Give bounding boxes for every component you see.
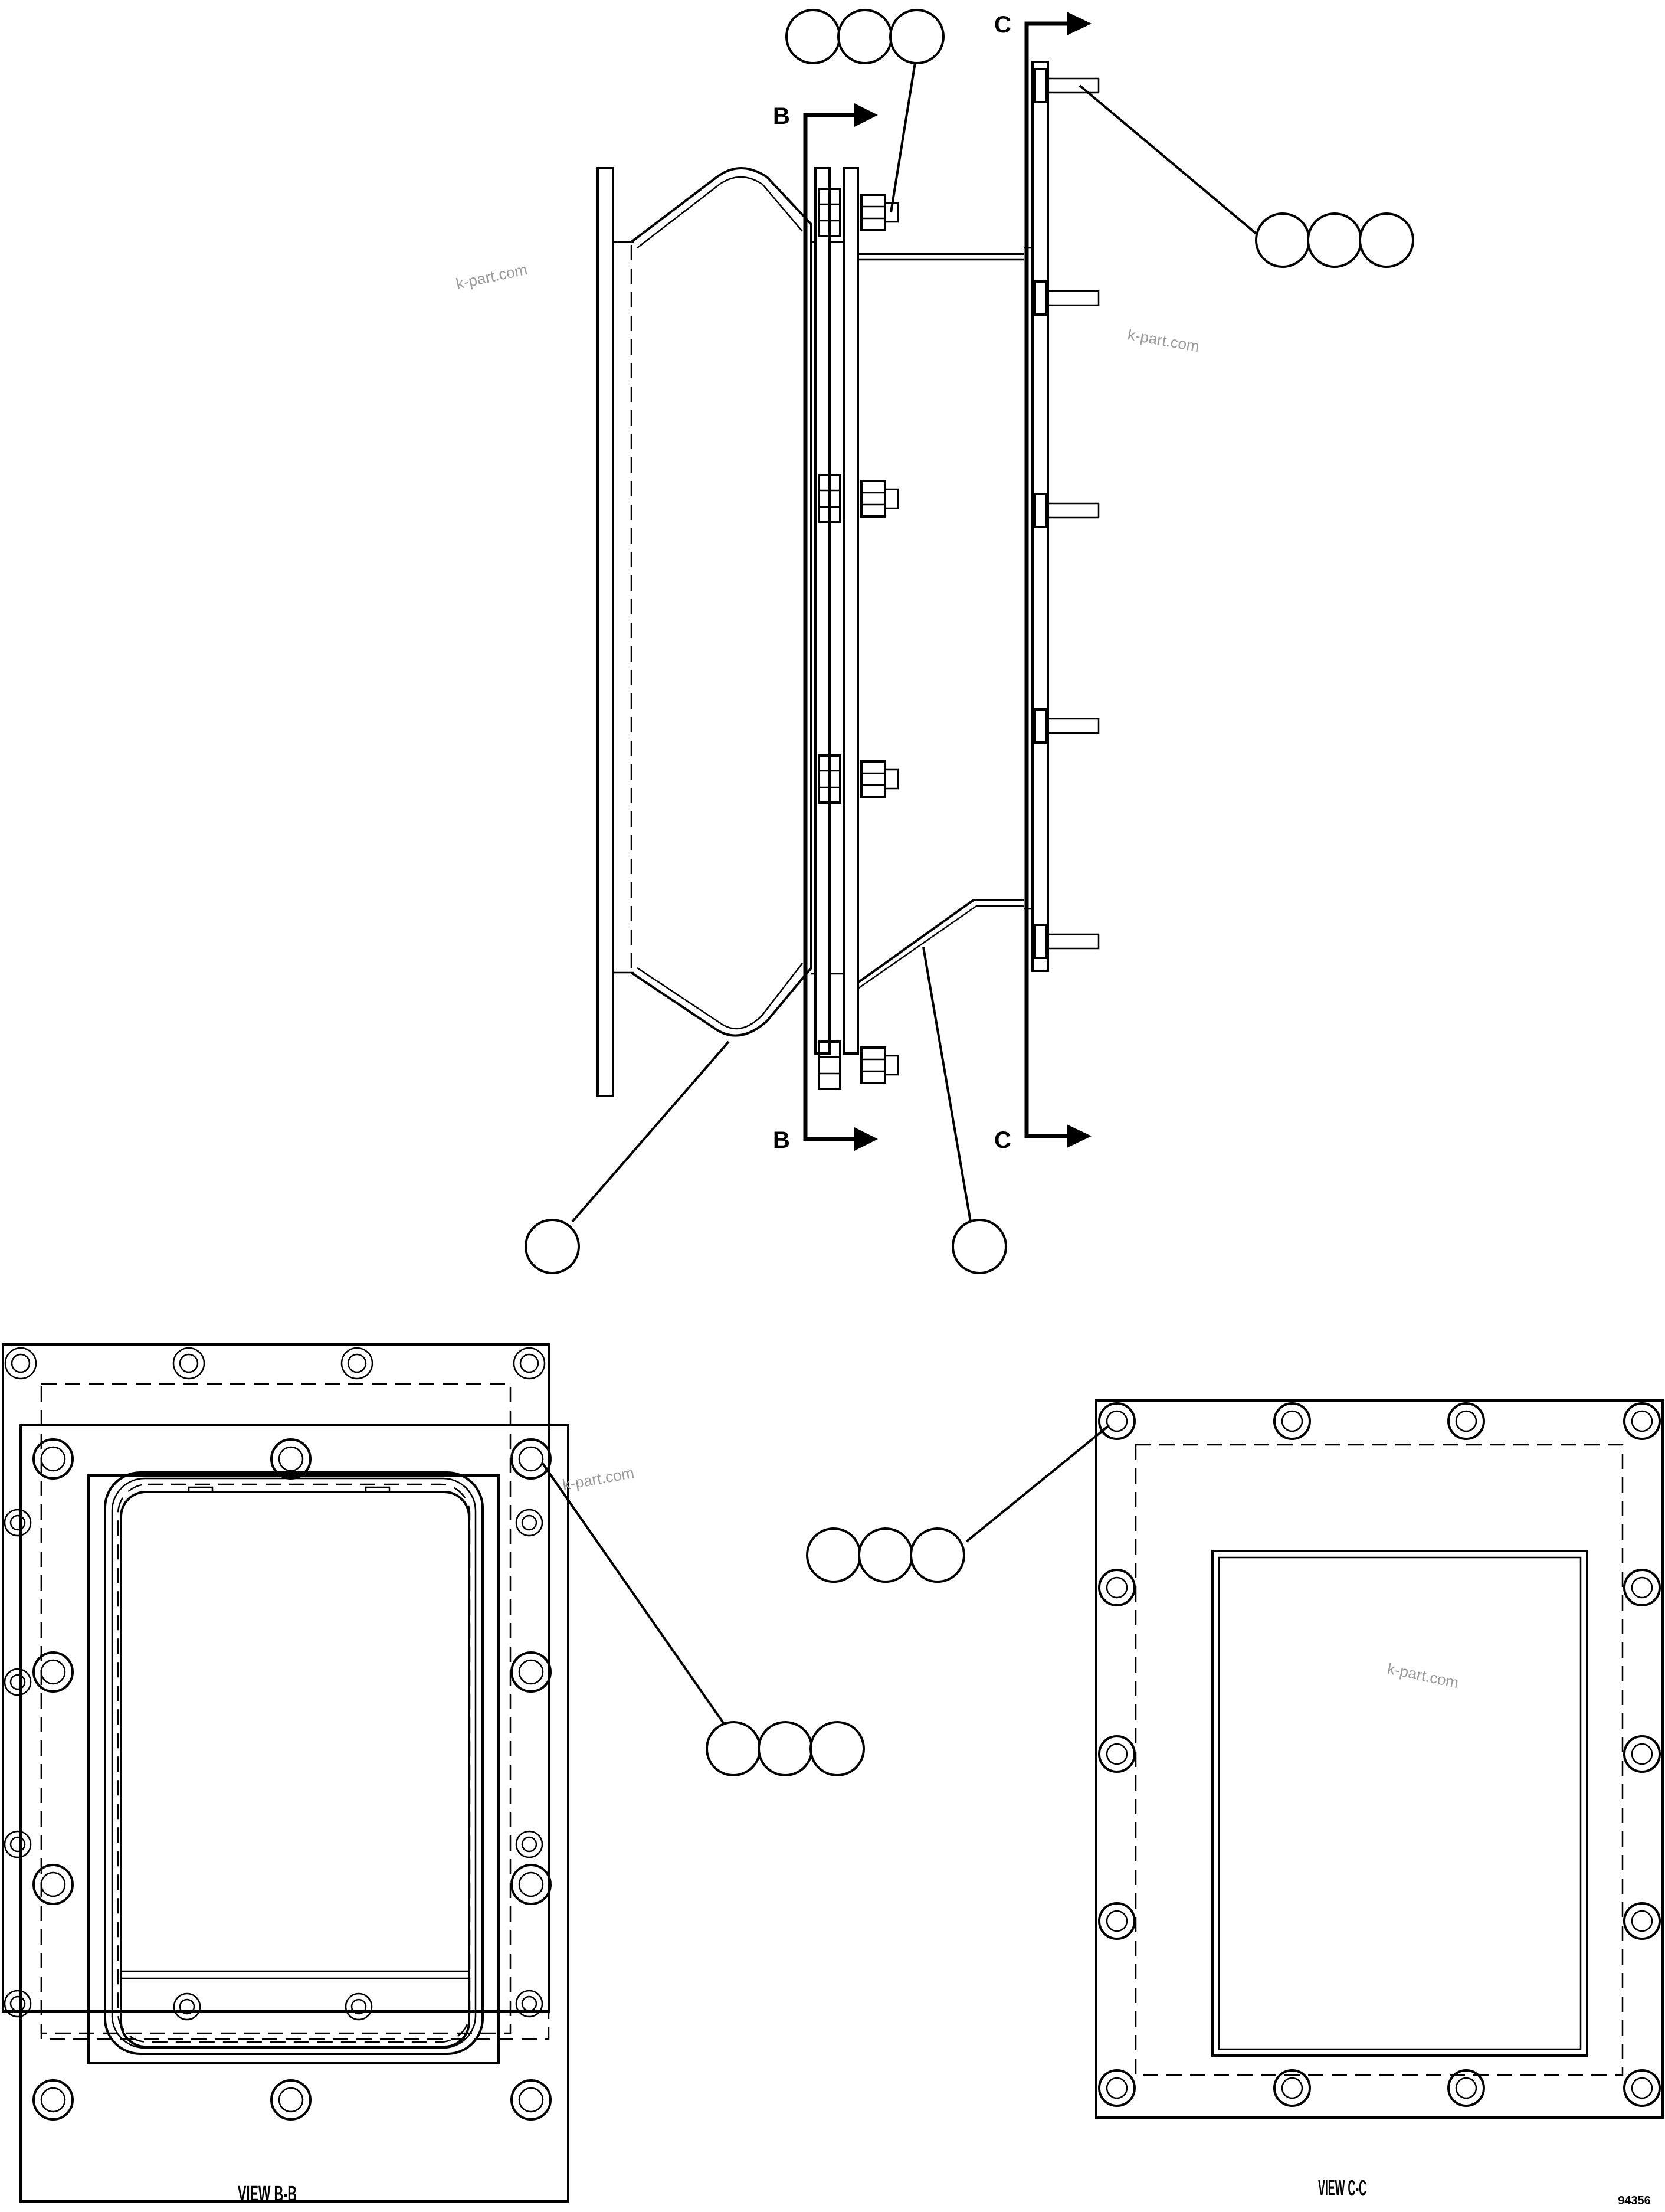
view-bb-label: VIEW B-B (238, 2182, 297, 2207)
view-cc: VIEW C-C (806, 1399, 1664, 2201)
callout-boot (525, 1040, 730, 1274)
callout-group-view-bb (542, 1462, 865, 1776)
section-label-b-bottom: B (773, 1127, 790, 1153)
callout-duct (922, 947, 1007, 1274)
watermark: k-part.com (561, 1464, 635, 1494)
callout-group-top-right (1079, 84, 1414, 268)
callout-group-view-cc (806, 1424, 1110, 1583)
view-cc-opening (1211, 1550, 1588, 2057)
drawing-number: 94356 (1618, 2194, 1651, 2207)
section-label-c-top: C (994, 12, 1011, 38)
view-bb-opening (120, 1491, 470, 2048)
left-flange-plate (596, 167, 614, 1097)
watermark: k-part.com (1386, 1660, 1460, 1692)
watermark: k-part.com (1126, 325, 1201, 355)
adapter-plate-right (843, 167, 859, 1055)
view-cc-bolts (1098, 1402, 1661, 2107)
view-bb: VIEW B-B (2, 1343, 865, 2207)
view-bb-bolts (4, 1347, 552, 2121)
view-cc-label: VIEW C-C (1318, 2176, 1366, 2201)
view-bb-opening-frame (87, 1474, 500, 2064)
section-label-b-top: B (773, 103, 790, 129)
callout-group-top-center (785, 9, 945, 213)
rubber-boot (630, 167, 812, 1037)
section-label-c-bottom: C (994, 1127, 1011, 1153)
section-line-c: C C (994, 12, 1092, 1153)
watermark: k-part.com (454, 260, 529, 293)
view-cc-flange (1095, 1399, 1664, 2119)
adapter-bolts (818, 188, 899, 1090)
adapter-plate-left (814, 167, 831, 1055)
view-bb-front-flange (19, 1424, 569, 2203)
flange-studs (1034, 68, 1100, 959)
section-line-b: B B (773, 103, 878, 1153)
view-bb-back-flange (2, 1343, 550, 2013)
duct-bottom-edge (857, 899, 1024, 984)
side-view-assembly: B B C C (525, 9, 1414, 1274)
